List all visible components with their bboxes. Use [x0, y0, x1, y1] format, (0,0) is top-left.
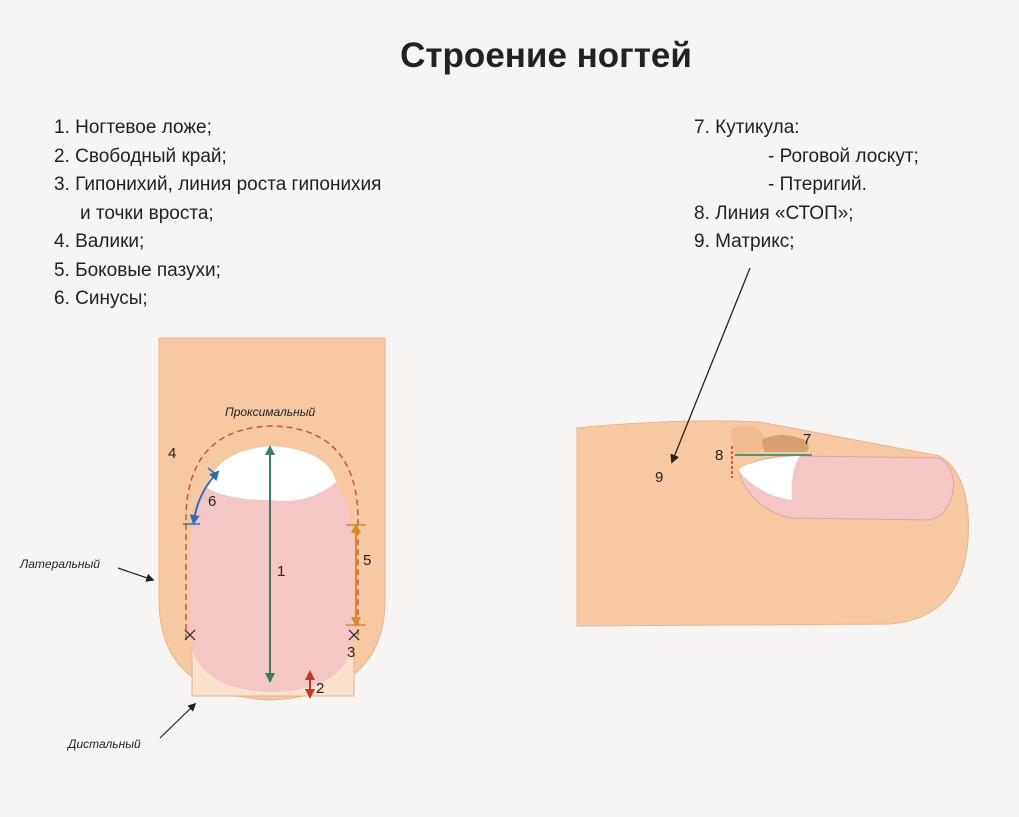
label-proximal: Проксимальный [225, 405, 316, 419]
page-title: Строение ногтей [400, 36, 692, 75]
marker-7: 7 [803, 431, 811, 448]
cuticle-flap [762, 435, 809, 452]
arrow-distal [159, 702, 197, 739]
finger-front-view: 1 2 3 4 5 6 Проксимальный Латеральный Ди… [19, 337, 386, 751]
legend-item-3: 3. Гипонихий, линия роста гипонихия [54, 174, 382, 195]
arrow-lateral [117, 567, 155, 582]
marker-6: 6 [208, 493, 216, 510]
legend-item-7: 7. Кутикула: [694, 117, 800, 138]
legend-item-3-cont: и точки вроста; [80, 202, 214, 224]
legend-item-5: 5. Боковые пазухи; [54, 259, 221, 281]
legend-item-6: 6. Синусы; [54, 288, 148, 309]
label-distal: Дистальный [66, 737, 141, 751]
legend-left: 1. Ногтевое ложе; 2. Свободный край; 3. … [54, 114, 381, 314]
marker-8: 8 [715, 447, 723, 464]
legend-item-7a: - Роговой лоскут; [768, 145, 919, 167]
marker-1: 1 [277, 563, 285, 580]
tick-6-top [207, 467, 219, 477]
marker-4: 4 [168, 445, 176, 462]
label-lateral: Латеральный [19, 557, 100, 571]
lunula-side [738, 456, 800, 500]
marker-3: 3 [347, 644, 355, 661]
legend-item-9: 9. Матрикс; [694, 231, 795, 252]
legend-item-4: 4. Валики; [54, 231, 145, 252]
ingrowth-mark-right [348, 629, 360, 641]
marker-9: 9 [655, 469, 663, 486]
marker-5: 5 [363, 552, 371, 569]
arrow-sinus [189, 470, 220, 525]
proximal-fold [730, 425, 766, 454]
legend-item-2: 2. Свободный край; [54, 145, 227, 167]
legend-item-8: 8. Линия «СТОП»; [694, 202, 854, 224]
legend-right: 7. Кутикула: - Роговой лоскут; - Птериги… [694, 114, 919, 257]
ingrowth-mark-left [184, 629, 196, 641]
arrow-matrix [670, 267, 751, 464]
marker-2: 2 [316, 680, 324, 697]
finger-side-view: 7 8 9 [576, 267, 969, 627]
legend-item-7b: - Птеригий. [768, 174, 867, 195]
legend-item-1: 1. Ногтевое ложе; [54, 117, 212, 138]
